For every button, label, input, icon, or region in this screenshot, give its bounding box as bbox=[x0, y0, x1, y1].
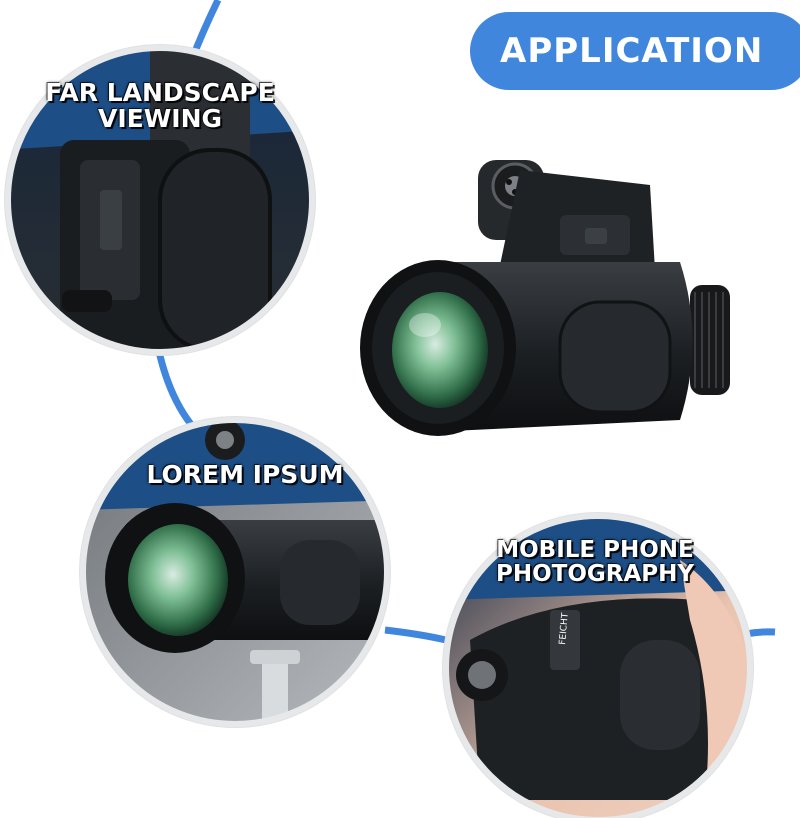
banner-title: APPLICATION bbox=[500, 31, 764, 71]
phone-photography-label-line2: PHOTOGRAPHY bbox=[495, 561, 695, 588]
far-landscape-panel bbox=[4, 44, 316, 356]
phone-photography-label-line1: MOBILE PHONE bbox=[496, 537, 694, 563]
monocular-product-icon bbox=[360, 160, 730, 436]
tripod-panel bbox=[79, 416, 391, 728]
application-banner: APPLICATION bbox=[470, 12, 800, 90]
tripod-label: LOREM IPSUM bbox=[146, 460, 344, 489]
far-landscape-label: FAR LANDSCAPE VIEWING bbox=[30, 78, 290, 134]
far-landscape-label-line2: VIEWING bbox=[97, 104, 223, 134]
phone-photography-label: MOBILE PHONE PHOTOGRAPHY bbox=[470, 538, 720, 586]
far-landscape-label-line1: FAR LANDSCAPE bbox=[45, 78, 275, 107]
brand-mark: FEICHT bbox=[558, 612, 571, 645]
